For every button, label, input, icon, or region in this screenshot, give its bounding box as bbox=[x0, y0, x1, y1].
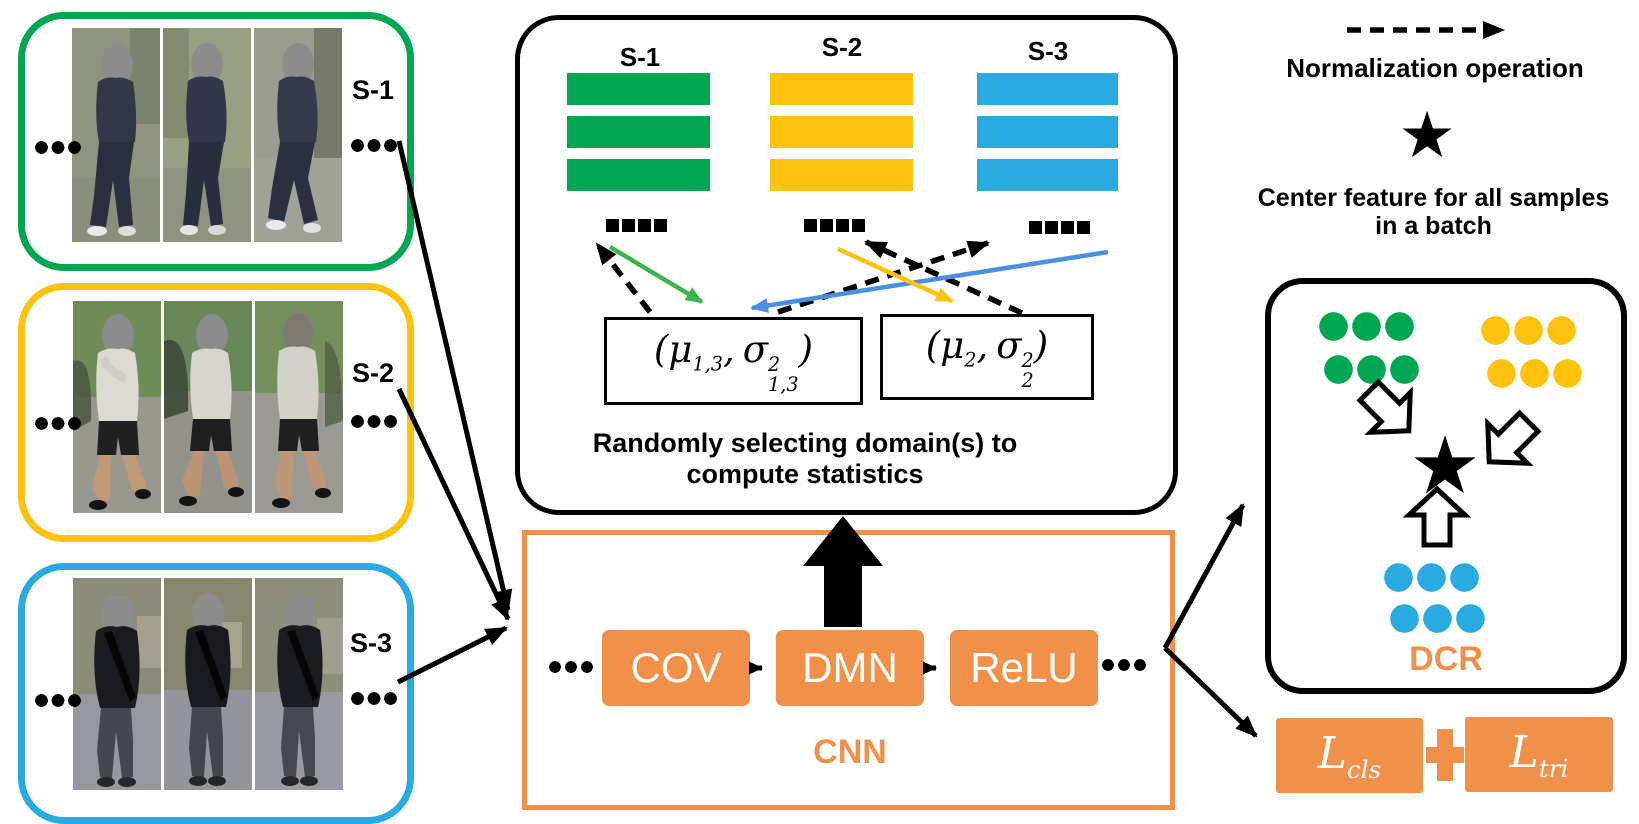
person-image bbox=[73, 301, 161, 513]
arrow-cnn-to-dcr bbox=[1162, 503, 1246, 650]
arrow-s3-to-cnn bbox=[396, 625, 508, 685]
dcr-label: DCR bbox=[1409, 640, 1483, 678]
ellipsis-dots bbox=[804, 219, 865, 232]
person-image bbox=[255, 578, 343, 790]
stats-caption-line1: Randomly selecting domain(s) to bbox=[592, 428, 1018, 458]
person-image bbox=[163, 28, 251, 242]
yellow-feature-dots-row1 bbox=[1481, 316, 1576, 345]
cnn-block-relu: ReLU bbox=[950, 630, 1098, 706]
cnn-label: CNN bbox=[813, 733, 887, 771]
cov-label: COV bbox=[630, 644, 722, 691]
source-domain-box-s2: S-2 bbox=[18, 283, 414, 542]
relu-label: ReLU bbox=[970, 644, 1078, 691]
blue-feature-dots-row2 bbox=[1390, 604, 1485, 633]
ellipsis-dots bbox=[1102, 659, 1146, 671]
person-image bbox=[254, 28, 342, 242]
arrow-cnn-to-loss bbox=[1163, 646, 1258, 738]
green-feature-dots-row2 bbox=[1324, 355, 1419, 384]
person-image bbox=[164, 578, 252, 790]
center-feature-star-icon: ★ bbox=[1409, 419, 1481, 512]
arrow-s1-to-cnn bbox=[396, 140, 513, 612]
feature-bars-s3 bbox=[977, 73, 1118, 191]
cnn-block-dmn: DMN bbox=[776, 630, 924, 706]
stats-domain-label-s2: S-2 bbox=[821, 32, 863, 62]
ellipsis-dots bbox=[35, 141, 81, 154]
ellipsis-dots bbox=[351, 415, 397, 428]
domain-label-s3: S-3 bbox=[349, 628, 393, 658]
loss-cls-box: Lcls bbox=[1276, 718, 1423, 793]
stats-caption: Randomly selecting domain(s) to compute … bbox=[555, 428, 1055, 490]
source-domain-box-s1: S-1 bbox=[18, 12, 414, 271]
ellipsis-dots bbox=[351, 692, 397, 705]
cnn-block-cov: COV bbox=[602, 630, 750, 706]
person-image bbox=[72, 28, 160, 242]
domain-label-s2: S-2 bbox=[351, 358, 395, 388]
ellipsis-dots bbox=[1029, 221, 1090, 234]
person-image bbox=[73, 578, 161, 790]
domain-label-s1: S-1 bbox=[351, 75, 395, 105]
person-image bbox=[164, 301, 252, 513]
source-domain-box-s3: S-3 bbox=[18, 563, 414, 824]
legend-center-feature-line1: Center feature for all samples bbox=[1257, 184, 1610, 212]
legend-center-feature-line2: in a batch bbox=[1375, 212, 1492, 240]
ellipsis-dots bbox=[35, 417, 81, 430]
stats-caption-line2: compute statistics bbox=[686, 459, 924, 489]
stats-domain-label-s3: S-3 bbox=[1027, 36, 1069, 66]
ellipsis-dots bbox=[35, 694, 81, 707]
ellipsis-dots bbox=[351, 139, 397, 152]
cnn-box: COV DMN ReLU CNN bbox=[522, 530, 1175, 810]
green-feature-dots-row1 bbox=[1319, 312, 1414, 341]
legend-star-icon: ★ bbox=[1398, 99, 1456, 173]
loss-tri-box: Ltri bbox=[1465, 717, 1613, 792]
legend-center-feature-label: Center feature for all samples in a batc… bbox=[1236, 184, 1631, 240]
plus-icon bbox=[1426, 729, 1464, 781]
legend-normalization-label: Normalization operation bbox=[1286, 53, 1584, 83]
blue-feature-dots-row1 bbox=[1384, 563, 1479, 592]
feature-bars-s1 bbox=[567, 73, 710, 191]
dmn-label: DMN bbox=[802, 644, 898, 691]
loss-cls-label: Lcls bbox=[1317, 727, 1382, 784]
ellipsis-dots bbox=[606, 219, 667, 232]
person-image bbox=[255, 301, 343, 513]
dcr-box: ★ DCR bbox=[1265, 278, 1627, 694]
arrow-s2-to-cnn bbox=[396, 387, 511, 621]
stats-domain-label-s1: S-1 bbox=[619, 42, 661, 72]
loss-tri-label: Ltri bbox=[1509, 726, 1569, 783]
yellow-feature-dots-row2 bbox=[1487, 359, 1582, 388]
ellipsis-dots bbox=[549, 661, 593, 673]
feature-bars-s2 bbox=[770, 73, 913, 191]
